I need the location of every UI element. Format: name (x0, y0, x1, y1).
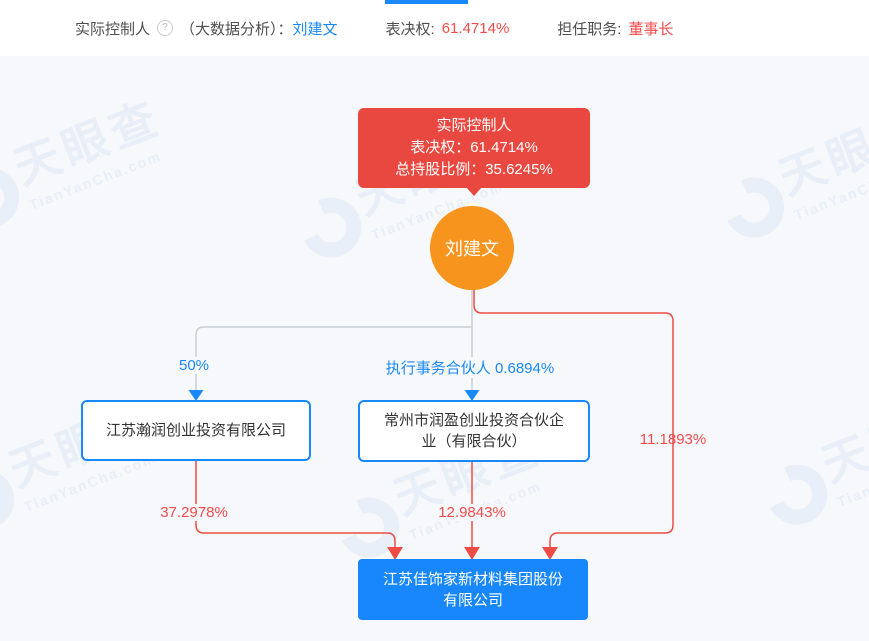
company-name: 江苏佳饰家新材料集团股份有限公司 (382, 570, 563, 609)
company-name: 江苏瀚润创业投资有限公司 (105, 422, 286, 439)
active-tab-indicator[interactable] (385, 0, 468, 4)
controller-summary-card: 实际控制人 表决权：61.4714% 总持股比例：35.6245% (358, 108, 590, 188)
person-node[interactable]: 刘建文 (430, 206, 514, 290)
controller-label: 实际控制人 (75, 20, 151, 38)
edge-label-share-left: 50% (175, 357, 213, 374)
edge-label-share-left-bottom: 37.2978% (157, 504, 231, 521)
voting-value: 61.4714% (441, 19, 510, 37)
position-value: 董事长 (628, 20, 674, 38)
company-node-bottom[interactable]: 江苏佳饰家新材料集团股份有限公司 (358, 559, 588, 620)
controller-card-total-share: 总持股比例：35.6245% (395, 161, 553, 178)
help-icon[interactable]: ? (157, 20, 174, 36)
arrowhead-bottom-right (542, 547, 558, 560)
company-name: 常州市润盈创业投资合伙企业（有限合伙） (383, 412, 564, 450)
arrowhead-bottom-left (387, 547, 403, 560)
position-label: 担任职务: (557, 20, 622, 38)
controller-name-link[interactable]: 刘建文 (292, 20, 338, 38)
arrowhead-bottom-middle (464, 547, 480, 560)
edge-person-to-left-company (195, 326, 472, 390)
voting-label: 表决权: (385, 20, 435, 38)
arrowhead-left-company (188, 390, 204, 401)
company-node-left[interactable]: 江苏瀚润创业投资有限公司 (81, 400, 311, 461)
controller-card-title: 实际控制人 (436, 117, 512, 134)
analysis-label: （大数据分析）： (180, 20, 293, 38)
edge-person-to-bottom-company (473, 248, 674, 547)
edge-left-company-to-bottom-company (195, 461, 396, 547)
person-name: 刘建文 (445, 239, 499, 259)
summary-bar: 实际控制人 ? （大数据分析）： 刘建文 表决权: 61.4714% 担任职务:… (0, 0, 869, 56)
company-node-middle[interactable]: 常州市润盈创业投资合伙企业（有限合伙） (358, 400, 590, 462)
arrowhead-middle-company (464, 390, 480, 401)
controller-card-voting: 表决权：61.4714% (410, 139, 538, 156)
edge-label-share-middle-bottom: 12.9843% (435, 504, 509, 521)
edge-label-executive-partner: 执行事务合伙人 0.6894% (382, 357, 558, 378)
